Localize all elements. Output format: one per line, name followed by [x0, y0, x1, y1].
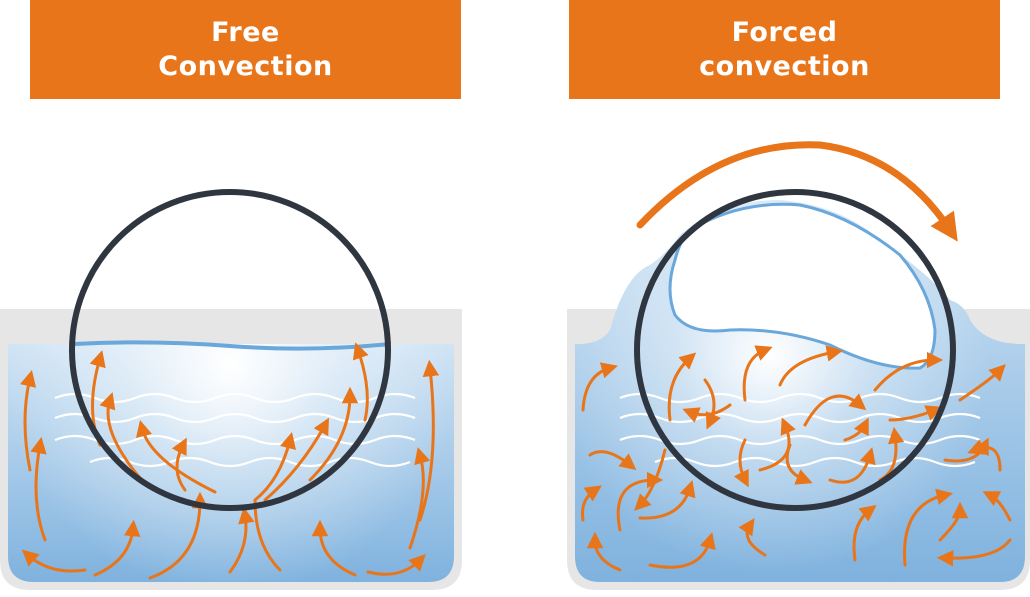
right-air-pocket: [668, 202, 937, 370]
free-convection-title-line1: Free: [211, 16, 280, 48]
left-water-glow: [8, 344, 454, 582]
free-convection-title-line2: Convection: [158, 50, 333, 82]
forced-convection-panel: [567, 141, 1030, 590]
right-turbulent-arrows: [581, 345, 1012, 572]
right-object-circle: [634, 189, 956, 511]
free-convection-header: Free Convection: [30, 0, 461, 99]
forced-convection-header: Forced convection: [569, 0, 1000, 99]
free-convection-panel: [0, 189, 462, 590]
left-object-circle: [69, 189, 391, 511]
rotation-arrow: [636, 141, 958, 242]
left-convection-arrows: [20, 342, 440, 580]
left-water-surface: [73, 340, 391, 351]
right-wave-lines: [619, 392, 981, 468]
forced-convection-title-line1: Forced: [731, 16, 838, 48]
forced-convection-title-line2: convection: [699, 50, 870, 82]
